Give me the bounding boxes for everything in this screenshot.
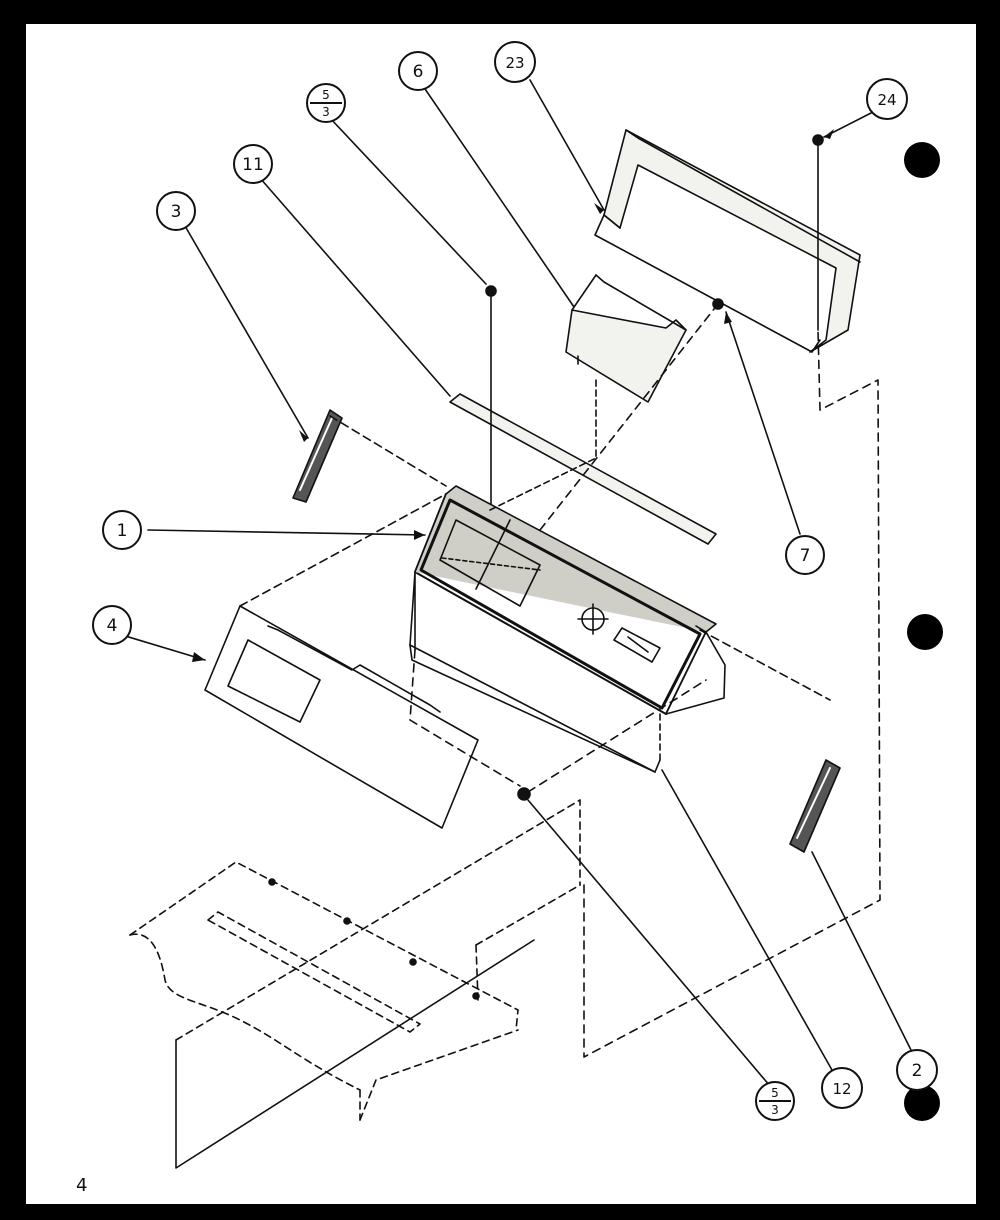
page-number: 4 bbox=[76, 1175, 87, 1196]
callout-5-3-bottom: 5 3 bbox=[755, 1081, 795, 1121]
leader-lines bbox=[111, 79, 913, 1087]
part-11-trim-strip bbox=[449, 393, 717, 545]
part-5-3-top-screw bbox=[485, 285, 497, 511]
part-24-screw bbox=[812, 134, 824, 331]
cabinet-top-dashed-outline bbox=[129, 861, 581, 1121]
callout-4: 4 bbox=[92, 605, 132, 645]
callout-5-3-top: 5 3 bbox=[306, 83, 346, 123]
assembly-lines bbox=[175, 303, 881, 1169]
part-5-3-bottom-screw bbox=[517, 787, 531, 801]
callout-5-3-bottom-denominator: 3 bbox=[771, 1103, 779, 1117]
callout-5-3-top-denominator: 3 bbox=[322, 105, 330, 119]
callout-12-label: 12 bbox=[832, 1080, 851, 1098]
part-4-overlay-panel bbox=[204, 605, 479, 829]
callout-1: 1 bbox=[102, 510, 142, 550]
part-1-control-console bbox=[414, 485, 726, 715]
part-3-left-end-cap bbox=[292, 409, 343, 503]
callout-23: 23 bbox=[494, 41, 536, 83]
part-6-small-bracket bbox=[565, 274, 687, 403]
mounting-hole-3 bbox=[409, 958, 417, 966]
callout-3-label: 3 bbox=[171, 202, 182, 222]
callout-6: 6 bbox=[398, 51, 438, 91]
callout-7-label: 7 bbox=[800, 546, 811, 566]
callouts: 1 4 3 11 5 3 6 23 24 bbox=[92, 41, 938, 1121]
callout-2: 2 bbox=[896, 1049, 938, 1091]
callout-11-label: 11 bbox=[242, 155, 264, 175]
callout-4-label: 4 bbox=[107, 616, 118, 636]
part-12-lower-strip bbox=[409, 571, 661, 773]
callout-3: 3 bbox=[156, 191, 196, 231]
callout-24: 24 bbox=[866, 78, 908, 120]
binder-hole-bottom bbox=[904, 1085, 940, 1121]
callout-23-label: 23 bbox=[505, 54, 524, 72]
callout-7: 7 bbox=[785, 535, 825, 575]
callout-12: 12 bbox=[821, 1067, 863, 1109]
mounting-hole-1 bbox=[268, 878, 276, 886]
binder-hole-top bbox=[904, 142, 940, 178]
mounting-hole-2 bbox=[343, 917, 351, 925]
callout-6-label: 6 bbox=[413, 62, 424, 82]
mounting-hole-4 bbox=[472, 992, 480, 1000]
callout-1-label: 1 bbox=[117, 521, 128, 541]
binder-hole-middle bbox=[907, 614, 943, 650]
part-2-right-end-cap bbox=[789, 759, 841, 853]
callout-5-3-top-numerator: 5 bbox=[322, 88, 330, 102]
callout-11: 11 bbox=[233, 144, 273, 184]
callout-24-label: 24 bbox=[877, 91, 896, 109]
leader-arrowheads bbox=[192, 129, 834, 662]
callout-5-3-bottom-numerator: 5 bbox=[771, 1086, 779, 1100]
callout-2-label: 2 bbox=[912, 1061, 923, 1081]
